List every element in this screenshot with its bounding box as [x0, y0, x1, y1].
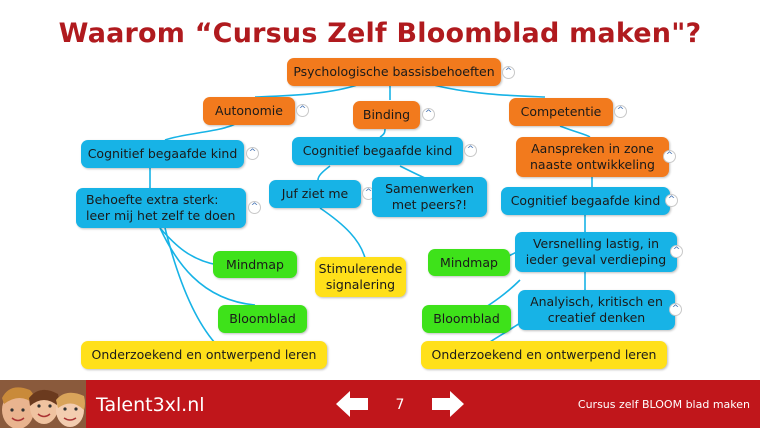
- collapse-icon[interactable]: ^: [665, 194, 678, 207]
- collapse-icon[interactable]: ^: [246, 147, 259, 160]
- node-autonomie: Autonomie: [203, 97, 295, 125]
- node-samenwerken: Samenwerken met peers?!: [372, 177, 487, 217]
- node-cognitief-left: Cognitief begaafde kind: [81, 140, 244, 168]
- connector-lines: [149, 83, 593, 344]
- collapse-icon[interactable]: ^: [296, 104, 309, 117]
- node-cognitief-right: Cognitief begaafde kind: [501, 187, 670, 215]
- collapse-icon[interactable]: ^: [670, 245, 683, 258]
- brand-name: Talent3xl.nl: [96, 394, 205, 416]
- node-bloomblad-left: Bloomblad: [218, 305, 307, 333]
- collapse-icon[interactable]: ^: [669, 303, 682, 316]
- node-onderzoekend-left: Onderzoekend en ontwerpend leren: [81, 341, 327, 369]
- page-title: Waarom “Cursus Zelf Bloomblad maken"?: [58, 18, 702, 49]
- node-mindmap-right: Mindmap: [428, 249, 510, 276]
- node-onderzoekend-right: Onderzoekend en ontwerpend leren: [421, 341, 667, 369]
- node-behoefte: Behoefte extra sterk: leer mij het zelf …: [76, 188, 246, 228]
- node-mindmap-left: Mindmap: [213, 251, 297, 278]
- node-stimulerende-signalering: Stimulerende signalering: [315, 257, 406, 297]
- node-binding: Binding: [353, 101, 420, 129]
- collapse-icon[interactable]: ^: [248, 201, 261, 214]
- arrow-right-icon[interactable]: [430, 390, 464, 418]
- node-analytisch: Analyisch, kritisch en creatief denken: [518, 290, 675, 330]
- collapse-icon[interactable]: ^: [422, 108, 435, 121]
- children-photo: [0, 380, 86, 428]
- node-competentie: Competentie: [509, 98, 613, 126]
- page-number: 7: [395, 397, 405, 413]
- node-root: Psychologische bassisbehoeften: [287, 58, 501, 86]
- collapse-icon[interactable]: ^: [464, 144, 477, 157]
- collapse-icon[interactable]: ^: [663, 150, 676, 163]
- node-bloomblad-right: Bloomblad: [422, 305, 511, 333]
- collapse-icon[interactable]: ^: [502, 66, 515, 79]
- arrow-left-icon[interactable]: [336, 390, 370, 418]
- node-cognitief-mid: Cognitief begaafde kind: [292, 137, 463, 165]
- node-juf-ziet-me: Juf ziet me: [269, 180, 361, 208]
- node-aanspreken-zone: Aanspreken in zone naaste ontwikkeling: [516, 137, 669, 177]
- node-versnelling: Versnelling lastig, in ieder geval verdi…: [515, 232, 677, 272]
- course-name: Cursus zelf BLOOM blad maken: [577, 398, 750, 411]
- footer-bar: [0, 380, 760, 428]
- collapse-icon[interactable]: ^: [614, 105, 627, 118]
